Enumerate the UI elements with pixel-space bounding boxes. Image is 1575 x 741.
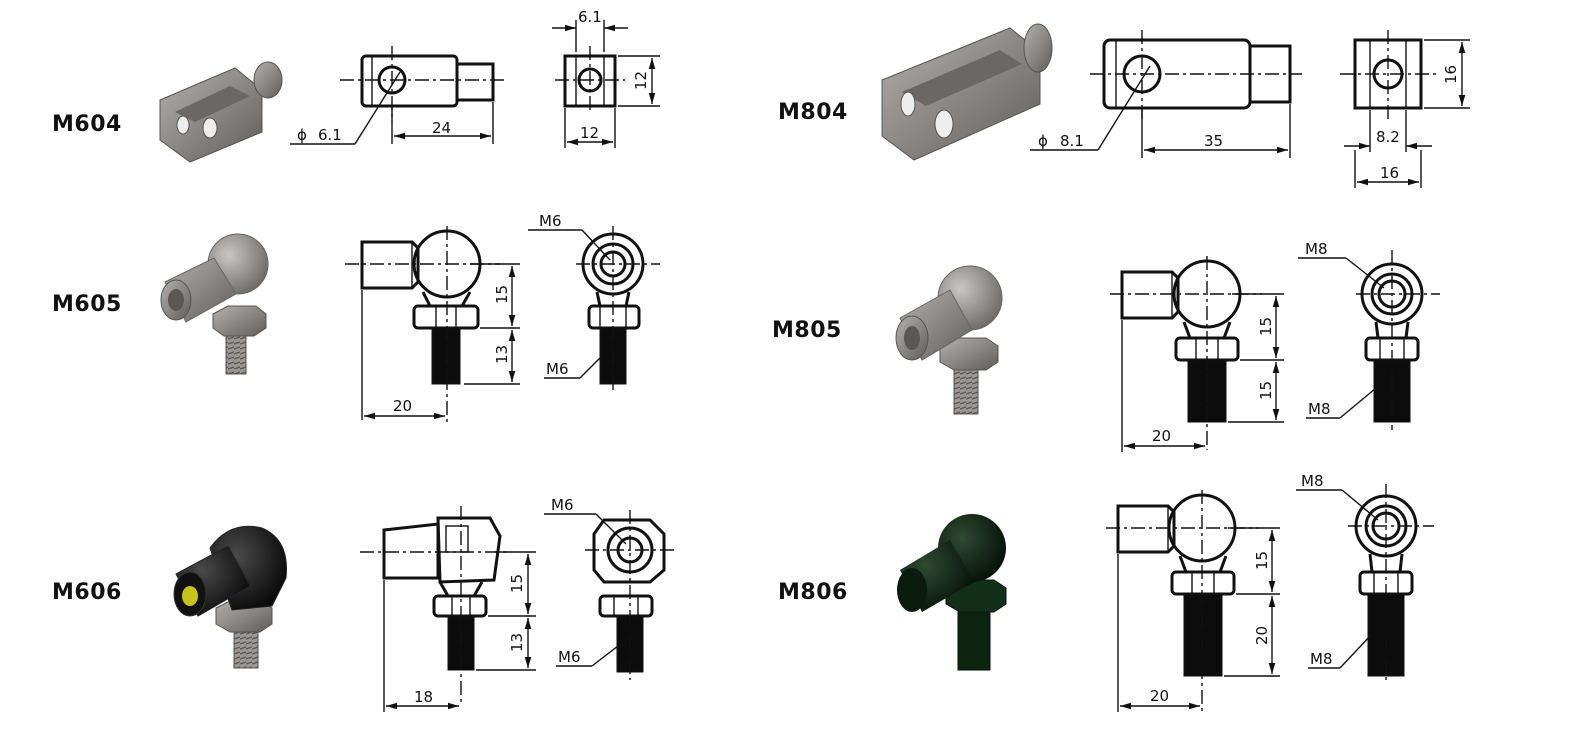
m606-bottom-thread-label: M6: [558, 648, 581, 666]
m604-slot-dimension: 6.1: [578, 8, 602, 26]
m605-height2-dimension: 13: [493, 345, 511, 364]
m604-front-view: 6.1 12 12: [552, 8, 660, 148]
m604-height-dimension: 12: [632, 71, 650, 90]
m805-side-view: 15 15 20: [1110, 256, 1284, 452]
m606-front-view: M6 M6: [544, 496, 676, 680]
m804-hole-dimension: 8.1: [1060, 132, 1084, 150]
m805-height1-dimension: 15: [1257, 317, 1275, 336]
m805-top-thread-label: M8: [1305, 240, 1328, 258]
m606-top-thread-label: M6: [551, 496, 574, 514]
m806-height2-dimension: 20: [1253, 626, 1271, 645]
m804-slot-dimension: 8.2: [1376, 128, 1400, 146]
m605-width-dimension: 20: [393, 397, 412, 415]
m605-top-thread-label: M6: [539, 212, 562, 230]
m606-height1-dimension: 15: [508, 574, 526, 593]
m606-render: [173, 525, 287, 669]
m806-bottom-thread-label: M8: [1310, 650, 1333, 668]
m604-diameter-symbol: ϕ: [297, 126, 307, 144]
m805-height2-dimension: 15: [1257, 381, 1275, 400]
m606-width-dimension: 18: [414, 688, 433, 706]
m604-length-dimension: 24: [432, 119, 451, 137]
m805-front-view: M8 M8: [1298, 240, 1440, 430]
part-label-m805: M805: [772, 318, 842, 343]
m805-render: [895, 265, 1003, 415]
m606-side-view: 15 13 18: [360, 506, 536, 712]
m804-height-dimension: 16: [1442, 65, 1460, 84]
part-label-m605: M605: [52, 292, 122, 317]
m605-front-view: M6 M6: [528, 212, 660, 394]
m806-top-thread-label: M8: [1301, 472, 1324, 490]
m804-render: [881, 23, 1053, 161]
part-label-m606: M606: [52, 580, 122, 605]
part-label-m806: M806: [778, 580, 848, 605]
m804-length-dimension: 35: [1204, 132, 1223, 150]
m604-side-view: ϕ 6.1 24: [290, 46, 508, 145]
m806-height1-dimension: 15: [1253, 551, 1271, 570]
m605-bottom-thread-label: M6: [546, 360, 569, 378]
m605-height1-dimension: 15: [493, 285, 511, 304]
m805-width-dimension: 20: [1152, 427, 1171, 445]
m604-hole-dimension: 6.1: [318, 126, 342, 144]
m806-front-view: M8 M8: [1296, 472, 1434, 684]
m804-width-dimension: 16: [1380, 164, 1399, 182]
m805-bottom-thread-label: M8: [1308, 400, 1331, 418]
m604-render: [159, 61, 283, 163]
m804-diameter-symbol: ϕ: [1038, 132, 1048, 150]
m806-width-dimension: 20: [1150, 687, 1169, 705]
m604-width-dimension: 12: [580, 124, 599, 142]
part-label-m604: M604: [52, 112, 122, 137]
m605-side-view: 15 13 20: [345, 226, 520, 424]
part-label-m804: M804: [778, 100, 848, 125]
m804-front-view: 16 8.2 16: [1340, 30, 1470, 188]
m804-side-view: ϕ 8.1 35: [1030, 30, 1302, 158]
m806-render: [897, 514, 1007, 671]
m605-render: [160, 233, 269, 375]
m806-side-view: 15 20 20: [1106, 490, 1280, 712]
m606-height2-dimension: 13: [508, 633, 526, 652]
